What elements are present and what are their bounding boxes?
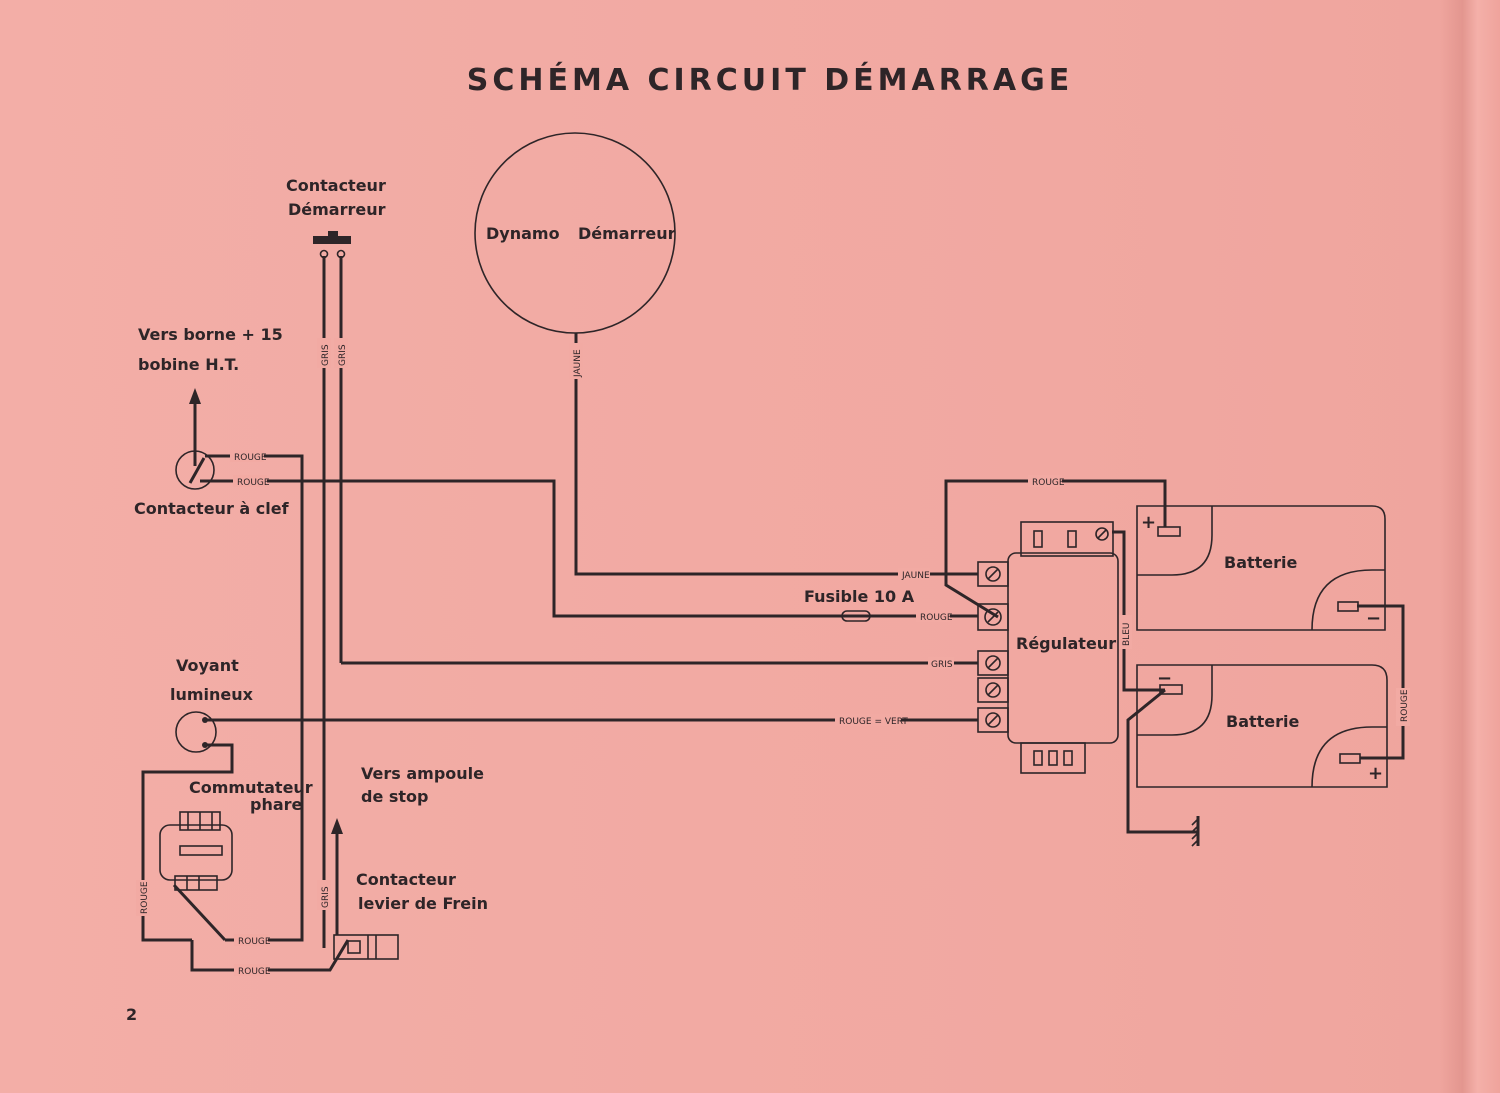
voyant-lumineux: Voyant lumineux bbox=[170, 656, 254, 753]
diagram-title: SCHÉMA CIRCUIT DÉMARRAGE bbox=[467, 62, 1073, 98]
wire-label-rouge: ROUGE bbox=[238, 937, 271, 947]
dynamo-demarreur: Dynamo Démarreur bbox=[474, 132, 676, 334]
contacteur-a-clef: Contacteur à clef bbox=[134, 450, 290, 518]
wire-bleu bbox=[1112, 530, 1165, 692]
wire-label-rouge: ROUGE bbox=[1400, 689, 1410, 722]
fusible: Fusible 10 A bbox=[804, 587, 915, 622]
vers-ampoule-label: de stop bbox=[361, 787, 429, 806]
wire-rouge-comm bbox=[141, 743, 234, 942]
arrow-up-icon bbox=[189, 388, 201, 404]
wire-label-rouge: ROUGE bbox=[237, 478, 270, 488]
wire-label-gris: GRIS bbox=[321, 886, 331, 908]
contacteur-demarreur: Contacteur Démarreur bbox=[286, 176, 386, 259]
voyant-label: lumineux bbox=[170, 685, 254, 704]
commutateur-label: phare bbox=[250, 795, 303, 814]
wire-ground bbox=[1126, 688, 1198, 834]
battery-minus-terminal: − bbox=[1157, 668, 1172, 689]
contacteur-frein-label: Contacteur bbox=[356, 870, 456, 889]
wire-rouge-batteries bbox=[1357, 604, 1405, 760]
wire-label-rouge: ROUGE bbox=[1032, 478, 1065, 488]
wire-label-gris: GRIS bbox=[338, 344, 348, 366]
wire-label-rouge: ROUGE bbox=[140, 881, 150, 914]
wire-label-gris: GRIS bbox=[321, 344, 331, 366]
batterie-label: Batterie bbox=[1226, 712, 1300, 731]
wire-label-bleu: BLEU bbox=[1122, 623, 1132, 646]
batterie-label: Batterie bbox=[1224, 553, 1298, 572]
demarreur-label: Démarreur bbox=[578, 224, 676, 243]
page-number: 2 bbox=[126, 1005, 137, 1024]
contacteur-demarreur-label: Contacteur bbox=[286, 176, 386, 195]
dynamo-label: Dynamo bbox=[486, 224, 560, 243]
wire-label-rouge: ROUGE bbox=[238, 967, 271, 977]
batterie-bottom: − + Batterie bbox=[1136, 664, 1388, 788]
wire-rouge-clef-2 bbox=[200, 479, 978, 618]
regulateur-terminals bbox=[977, 561, 1009, 733]
wire-label-gris: GRIS bbox=[931, 660, 953, 670]
fusible-label: Fusible 10 A bbox=[804, 587, 915, 606]
battery-plus-terminal: + bbox=[1141, 512, 1156, 533]
vers-borne-label: Vers borne + 15 bbox=[138, 325, 283, 344]
wire-label-jaune: JAUNE bbox=[901, 571, 930, 581]
arrow-up-icon bbox=[331, 818, 343, 834]
ground-icon bbox=[1191, 816, 1200, 847]
battery-minus-terminal: − bbox=[1366, 608, 1381, 629]
vers-ampoule-label: Vers ampoule bbox=[361, 764, 484, 783]
wire-label-group: GRIS GRIS JAUNE ROUGE ROUGE ROUGE JAUNE … bbox=[136, 338, 1410, 977]
contacteur-frein: Contacteur levier de Frein bbox=[333, 870, 488, 960]
regulateur: Régulateur bbox=[977, 521, 1119, 774]
contacteur-frein-label: levier de Frein bbox=[358, 894, 488, 913]
wire-label-rouge: ROUGE bbox=[234, 453, 267, 463]
commutateur-phare: Commutateur phare bbox=[159, 778, 313, 891]
wire-label-rouge-vert: ROUGE = VERT bbox=[839, 717, 908, 727]
contacteur-clef-label: Contacteur à clef bbox=[134, 499, 290, 518]
commutateur-label: Commutateur bbox=[189, 778, 313, 797]
wire-rouge-top bbox=[944, 479, 1167, 619]
battery-plus-terminal: + bbox=[1368, 763, 1383, 784]
voyant-label: Voyant bbox=[176, 656, 239, 675]
wire-rouge-comm-diag bbox=[172, 883, 227, 942]
contacteur-demarreur-label: Démarreur bbox=[288, 200, 386, 219]
batterie-top: + − Batterie bbox=[1136, 505, 1386, 631]
wire-jaune bbox=[574, 333, 978, 576]
wire-label-rouge: ROUGE bbox=[920, 613, 953, 623]
regulateur-label: Régulateur bbox=[1016, 634, 1116, 653]
wire-label-jaune: JAUNE bbox=[573, 349, 583, 378]
vers-borne-label: bobine H.T. bbox=[138, 355, 239, 374]
wires bbox=[141, 256, 1405, 972]
